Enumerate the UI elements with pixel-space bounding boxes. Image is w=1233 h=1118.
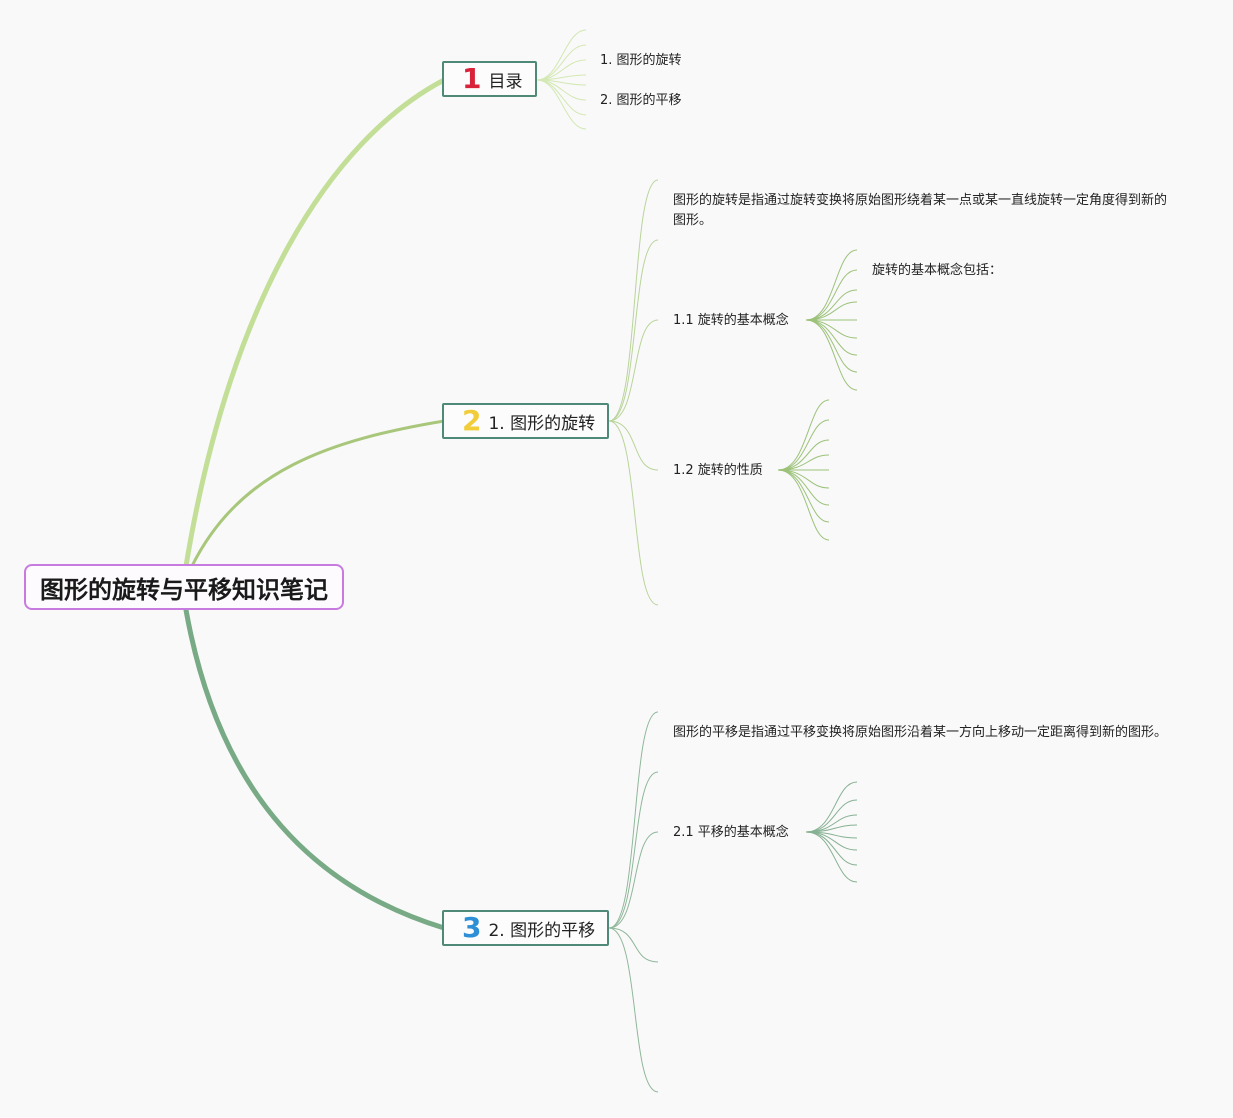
rotation-concept-intro: 旋转的基本概念包括： [872,263,1003,278]
branch-toc-label: 目录 [488,71,523,92]
rotation-fan-lines [608,179,659,606]
branch-number-2: 2 [462,404,482,437]
rotation-definition: 图形的旋转是指通过旋转变换将原始图形绕着某一点或某一直线旋转一定角度得到新的图形… [673,193,1168,228]
branch-number-1: 1 [462,62,482,95]
branch-number-3: 3 [462,911,482,944]
rotation-property-node[interactable]: 1.2 旋转的性质 [673,463,763,478]
translation-definition: 图形的平移是指通过平移变换将原始图形沿着某一方向上移动一定距离得到新的图形。 [673,725,1168,740]
concept-1-1-fan-lines [805,249,858,391]
connector-root-to-translation [183,607,447,931]
translation-fan-lines [608,711,659,1093]
rotation-concept-node[interactable]: 1.1 旋转的基本概念 [673,313,789,328]
toc-item-translation[interactable]: 2. 图形的平移 [600,93,682,108]
root-title: 图形的旋转与平移知识笔记 [40,575,328,604]
branch-rotation-label: 1. 图形的旋转 [488,413,596,434]
concept-2-1-fan-lines [805,781,858,883]
root-topic[interactable]: 图形的旋转与平移知识笔记 [24,564,344,610]
translation-concept-node[interactable]: 2.1 平移的基本概念 [673,825,789,840]
branch-translation-label: 2. 图形的平移 [488,920,596,941]
branch-rotation[interactable]: 2 1. 图形的旋转 [442,403,609,439]
connector-root-to-toc [183,77,447,569]
connector-root-to-rotation [190,419,446,568]
toc-item-rotation[interactable]: 1. 图形的旋转 [600,53,682,68]
branch-toc[interactable]: 1 目录 [442,61,537,97]
property-1-2-fan-lines [777,399,830,541]
toc-fan-lines [536,29,587,130]
branch-translation[interactable]: 3 2. 图形的平移 [442,910,609,946]
